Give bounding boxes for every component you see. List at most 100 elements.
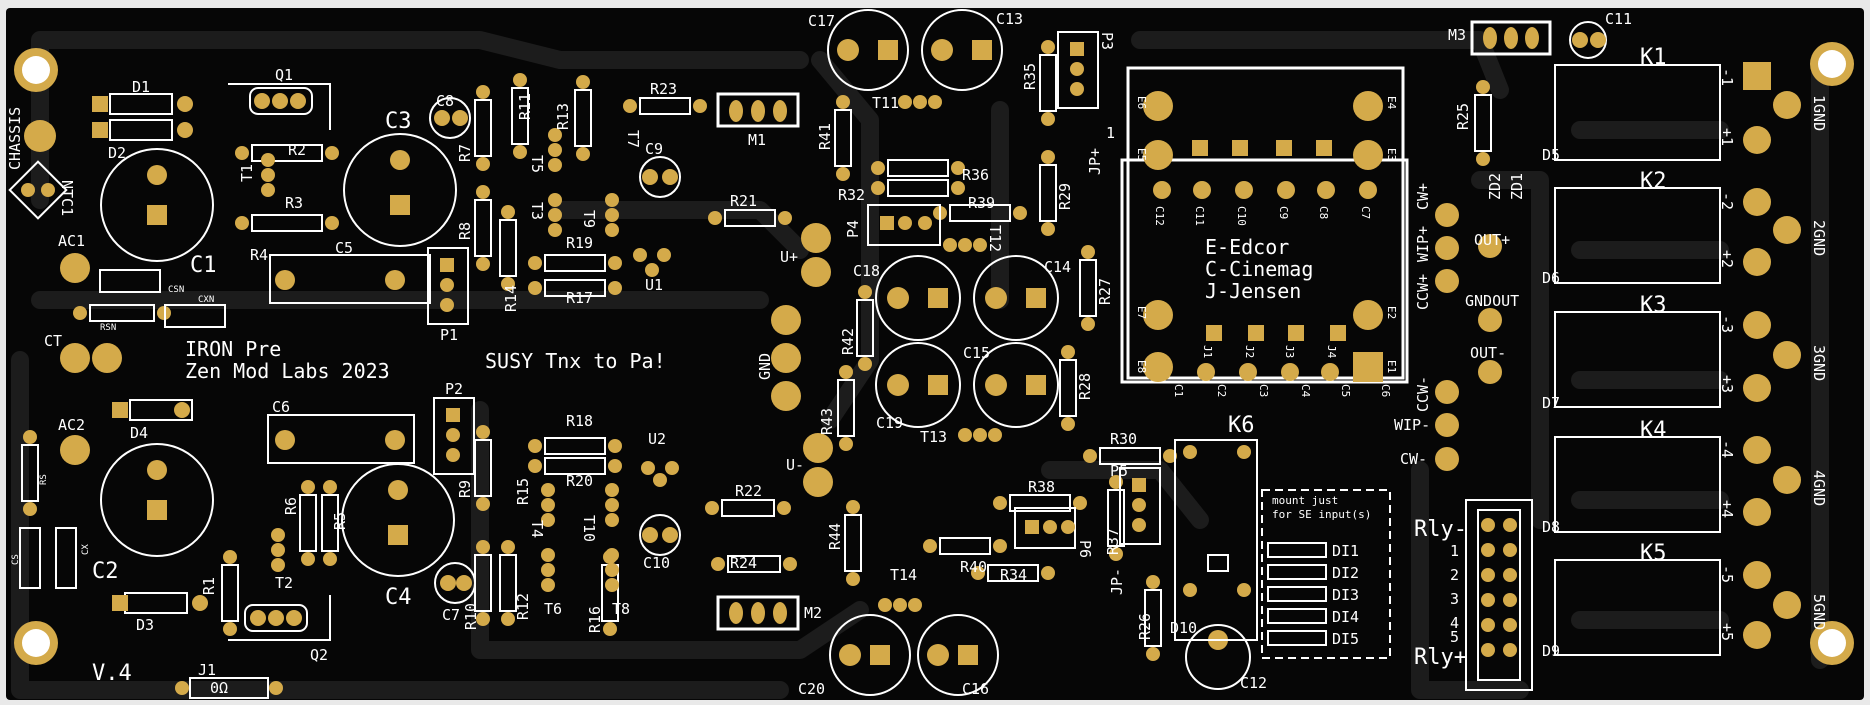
relay-k5-neg: -5 — [1718, 565, 1736, 583]
power-pads — [24, 120, 1502, 497]
tx-pin-c11: C11 — [1193, 206, 1206, 226]
tx-pin-c8: C8 — [1317, 206, 1330, 219]
ntc-outline — [8, 160, 68, 220]
label-c10: C10 — [643, 554, 670, 572]
tx-pin-c7: C7 — [1359, 206, 1372, 219]
label-one: 1 — [1106, 124, 1115, 142]
label-rs: RS — [39, 474, 49, 485]
di-label-5: DI5 — [1332, 630, 1359, 648]
relay-k2-pos: +2 — [1718, 250, 1736, 268]
label-r13: R13 — [554, 103, 572, 130]
relay-k3-pos: +3 — [1718, 375, 1736, 393]
label-d4: D4 — [130, 424, 148, 442]
label-c17: C17 — [808, 12, 835, 30]
label-t12: T12 — [986, 225, 1004, 252]
relay-k3-gnd: 3GND — [1810, 345, 1828, 381]
label-c16: C16 — [962, 680, 989, 698]
silkscreen-titles: IRON Pre Zen Mod Labs 2023 SUSY Tnx to P… — [92, 337, 666, 686]
cap-pads — [147, 32, 1606, 666]
pad-ccw-plus: CCW+ — [1414, 274, 1432, 310]
pad-out-plus: OUT+ — [1474, 231, 1510, 249]
label-rsn: RSN — [100, 323, 116, 333]
pad-ccw-minus: CCW- — [1414, 376, 1432, 412]
tx-pin-c10: C10 — [1235, 206, 1248, 226]
label-c12: C12 — [1240, 674, 1267, 692]
rly-connector — [1465, 499, 1533, 691]
label-zd2: ZD2 — [1486, 173, 1504, 200]
label-csn: CSN — [168, 285, 184, 295]
relay-k1-neg: -1 — [1718, 68, 1736, 86]
tx-pin-j3: J3 — [1283, 345, 1296, 358]
relay-k6-footprint — [1174, 439, 1258, 641]
rly-num-1: 1 — [1450, 542, 1459, 560]
label-r12: R12 — [514, 593, 532, 620]
di-label-4: DI4 — [1332, 608, 1359, 626]
label-t10: T10 — [580, 515, 598, 542]
tx-pin-e3: E3 — [1385, 148, 1398, 161]
label-c4: C4 — [385, 585, 412, 610]
snubber-parts — [19, 269, 226, 589]
rly-num-3: 3 — [1450, 590, 1459, 608]
pad-out-minus: OUT- — [1470, 344, 1506, 362]
label-c2: C2 — [92, 559, 119, 584]
label-r21: R21 — [730, 192, 757, 210]
se-input-box — [1261, 489, 1391, 659]
label-r15: R15 — [514, 478, 532, 505]
diode-pads-left — [92, 96, 208, 611]
label-r20: R20 — [566, 472, 593, 490]
label-u2: U2 — [648, 430, 666, 448]
mounting-holes — [14, 42, 1854, 665]
se-note-line2: for SE input(s) — [1272, 508, 1371, 521]
pad-cw-plus: CW+ — [1414, 183, 1432, 210]
label-p6: P6 — [1076, 540, 1094, 558]
label-r7: R7 — [456, 144, 474, 162]
pad-gndout: GNDOUT — [1465, 292, 1519, 310]
label-d9: D9 — [1542, 642, 1560, 660]
label-ac1: AC1 — [58, 232, 85, 250]
relay-k3-name: K3 — [1640, 293, 1667, 318]
label-t4: T4 — [528, 520, 546, 538]
relay-k2-name: K2 — [1640, 169, 1667, 194]
label-c6: C6 — [272, 398, 290, 416]
label-r2: R2 — [288, 141, 306, 159]
label-r37: R37 — [1104, 528, 1122, 555]
label-c9: C9 — [645, 140, 663, 158]
label-k6: K6 — [1228, 413, 1255, 438]
relay-k5-name: K5 — [1640, 541, 1667, 566]
di-label-2: DI2 — [1332, 564, 1359, 582]
version-text: V.4 — [92, 661, 132, 686]
label-c8: C8 — [436, 92, 454, 110]
tx-pin-c12: C12 — [1153, 206, 1166, 226]
di-diodes — [1267, 542, 1327, 646]
q-transistors — [228, 83, 331, 641]
tx-pin-e1: E1 — [1385, 360, 1398, 373]
tx-pin-c1: C1 — [1172, 384, 1185, 397]
right-pad-labels: CW+ WIP+ CCW+ OUT+ GNDOUT OUT- CCW- WIP-… — [1394, 183, 1519, 468]
label-t9: T9 — [580, 210, 598, 228]
tx-pin-e2: E2 — [1385, 306, 1398, 319]
label-m3: M3 — [1448, 26, 1466, 44]
transformer-pin-labels: E6 E5 E4 E3 C12 C11 C10 C9 C8 C7 J1 J2 J… — [1135, 96, 1398, 398]
label-r14: R14 — [502, 285, 520, 312]
tx-pin-e6: E6 — [1135, 96, 1148, 109]
label-r36: R36 — [962, 166, 989, 184]
tx-pin-c3: C3 — [1257, 384, 1270, 397]
relay-k1-gnd: 1GND — [1810, 95, 1828, 131]
label-r6: R6 — [282, 497, 300, 515]
label-zd1: ZD1 — [1508, 173, 1526, 200]
label-r17: R17 — [566, 289, 593, 307]
tx-pin-c2: C2 — [1215, 384, 1228, 397]
label-jpminus: JP- — [1108, 568, 1126, 595]
label-t14: T14 — [890, 566, 917, 584]
thanks-text: SUSY Tnx to Pa! — [485, 349, 666, 373]
label-q1: Q1 — [275, 66, 293, 84]
label-r23: R23 — [650, 80, 677, 98]
relay-labels: K1 K2 K3 K4 K5 1GND 2GND 3GND 4GND 5GND … — [1640, 45, 1828, 641]
label-ac2: AC2 — [58, 416, 85, 434]
pad-cw-minus: CW- — [1400, 450, 1427, 468]
label-d6: D6 — [1542, 269, 1560, 287]
label-r19: R19 — [566, 234, 593, 252]
label-r40: R40 — [960, 558, 987, 576]
transformer-legend: E-Edcor C-Cinemag J-Jensen — [1205, 235, 1313, 303]
label-d1: D1 — [132, 78, 150, 96]
